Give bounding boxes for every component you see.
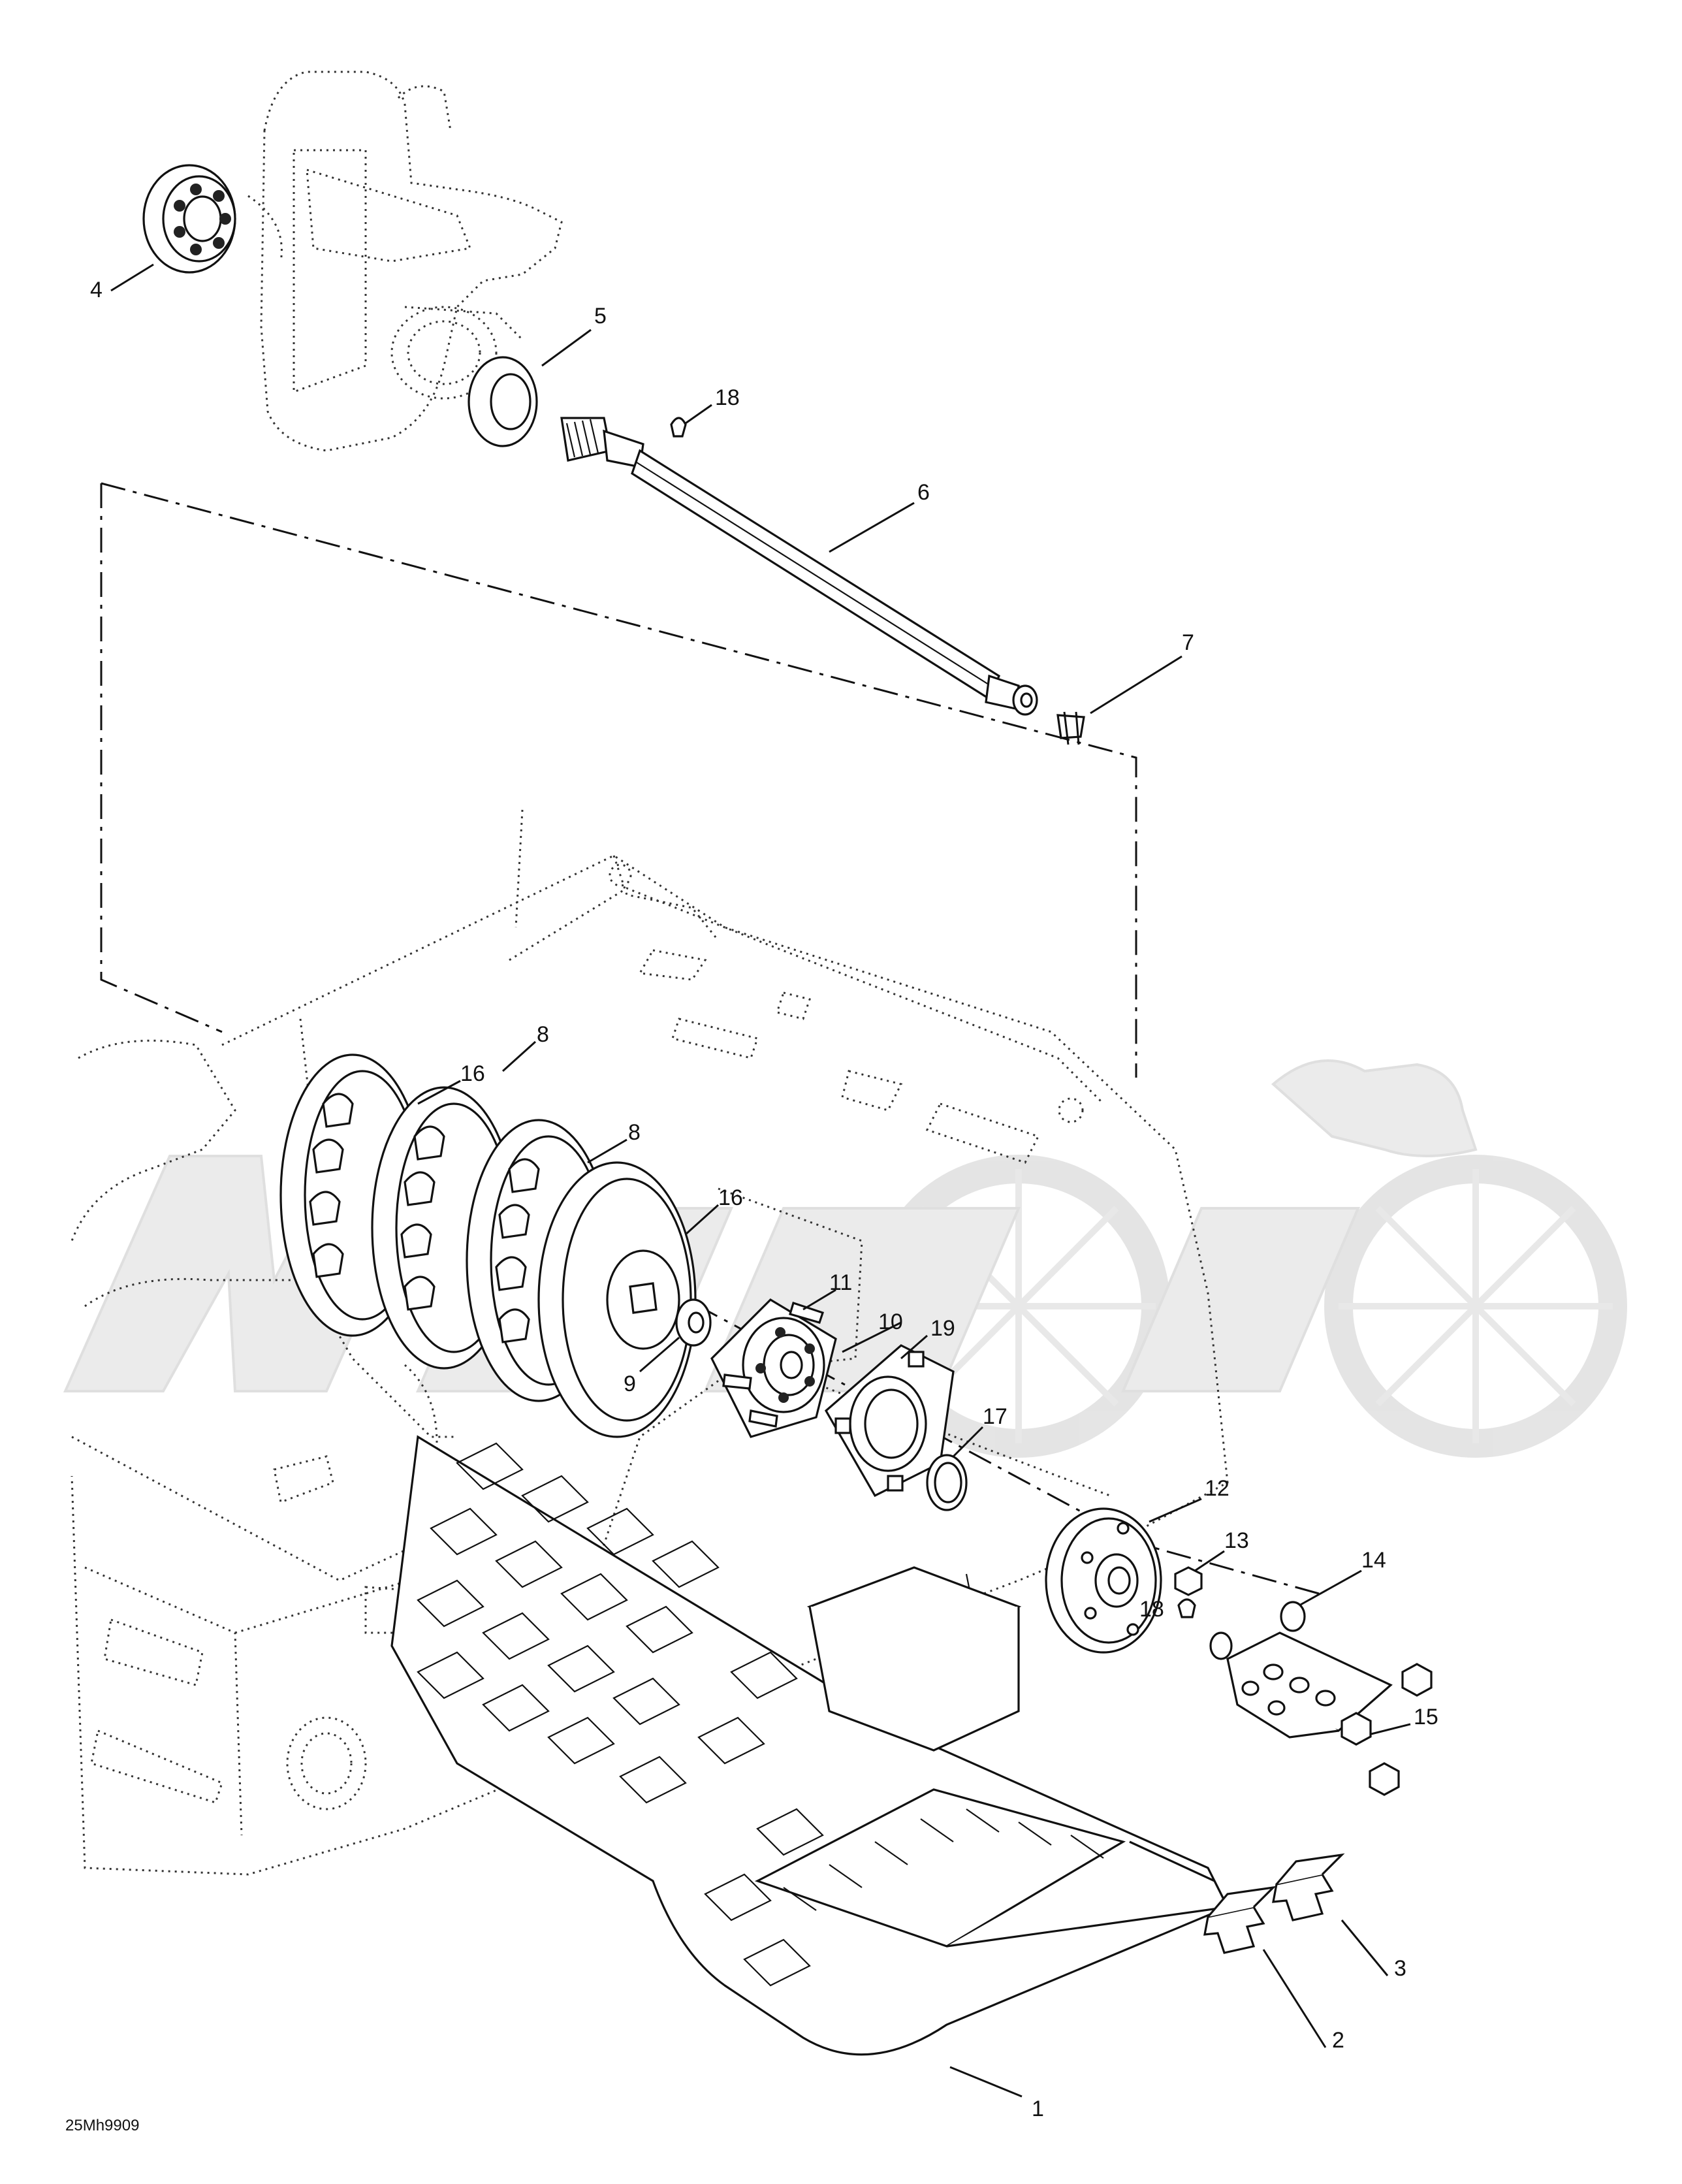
nuts-part-15 bbox=[1341, 1663, 1433, 1796]
assembly-reference-lines bbox=[100, 482, 1320, 1595]
callout-13: 13 bbox=[1224, 1528, 1249, 1553]
bearing-part-4 bbox=[142, 164, 236, 274]
seal-part-5 bbox=[468, 356, 538, 447]
callout-17: 17 bbox=[983, 1404, 1008, 1429]
drive-axle-part-6 bbox=[560, 417, 1038, 716]
callout-1: 1 bbox=[1032, 2096, 1044, 2121]
flange-housing-part-19 bbox=[824, 1344, 955, 1498]
callout-18a: 18 bbox=[715, 385, 740, 410]
bracket-part-14 bbox=[1209, 1601, 1393, 1739]
chaincase-housing bbox=[247, 71, 563, 452]
callout-8a: 8 bbox=[537, 1022, 549, 1047]
hub-cover-part-12 bbox=[1045, 1507, 1162, 1654]
studs-part-11 bbox=[722, 1301, 825, 1428]
callout-11: 11 bbox=[829, 1270, 852, 1295]
spacer-part-9 bbox=[675, 1298, 712, 1347]
leader-lines bbox=[110, 263, 1411, 2098]
callout-16b: 16 bbox=[718, 1185, 743, 1210]
callout-2: 2 bbox=[1332, 2028, 1344, 2053]
callout-9: 9 bbox=[624, 1372, 636, 1396]
callout-18b: 18 bbox=[1139, 1597, 1164, 1622]
callout-14: 14 bbox=[1361, 1548, 1386, 1573]
bearing-flange-part-10 bbox=[710, 1298, 837, 1438]
slider-part-2 bbox=[1203, 1886, 1277, 1954]
diagram-reference-code: 25Mh9909 bbox=[65, 2117, 139, 2134]
grease-fitting-part-18-upper bbox=[670, 417, 687, 438]
callout-15: 15 bbox=[1414, 1705, 1438, 1729]
callout-19: 19 bbox=[930, 1316, 955, 1341]
grease-fitting-part-18-lower bbox=[1177, 1598, 1196, 1618]
callout-12: 12 bbox=[1205, 1476, 1230, 1501]
callout-8b: 8 bbox=[628, 1120, 641, 1145]
callout-4: 4 bbox=[90, 278, 103, 302]
callout-10: 10 bbox=[878, 1309, 903, 1334]
nut-part-13 bbox=[1174, 1566, 1203, 1596]
ring-part-17 bbox=[926, 1454, 968, 1511]
callout-3: 3 bbox=[1394, 1956, 1406, 1981]
drive-sprocket-assembly bbox=[279, 1053, 697, 1438]
callout-7: 7 bbox=[1182, 630, 1194, 655]
callout-6: 6 bbox=[917, 480, 930, 505]
callout-5: 5 bbox=[594, 304, 607, 329]
track-part-1 bbox=[390, 1435, 1230, 2056]
slider-part-3 bbox=[1272, 1853, 1345, 1921]
callout-16a: 16 bbox=[460, 1061, 485, 1086]
callout-labels: 1 2 3 4 5 6 7 8 8 9 10 11 12 13 14 15 16… bbox=[90, 278, 1438, 2121]
clip-part-7 bbox=[1056, 711, 1085, 745]
